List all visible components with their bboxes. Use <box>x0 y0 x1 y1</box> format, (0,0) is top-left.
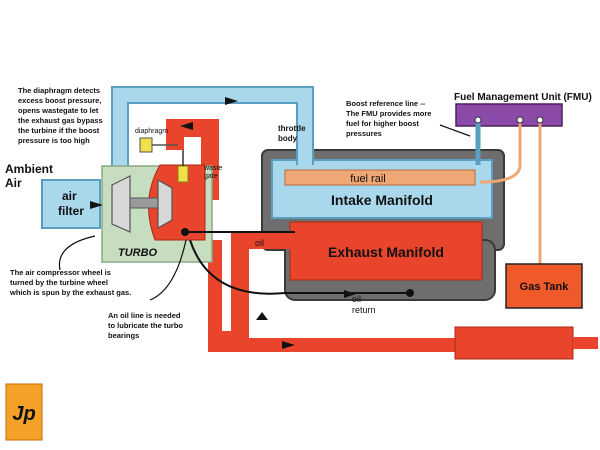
compressor-wheel <box>111 175 131 233</box>
wastegate: waste gate <box>177 150 224 183</box>
gas-tank-label: Gas Tank <box>520 281 570 293</box>
turbo-label: TURBO <box>118 247 158 259</box>
air-filter-label: air filter <box>58 189 84 218</box>
oil-return-label: oil return <box>352 294 376 315</box>
svg-text:An oil line is needed to: An oil line is needed to lubricate the t… <box>108 311 185 340</box>
arrow-exhaust-loop <box>180 122 193 130</box>
fuel-rail: fuel rail <box>284 169 476 186</box>
jp-logo: Jp <box>5 383 43 441</box>
oil-callout-line <box>149 239 187 301</box>
svg-text:throttle body: throttle body <box>278 124 308 143</box>
fmu: Fuel Management Unit (FMU) <box>454 92 592 265</box>
throttle-body-label: throttle body <box>278 124 308 143</box>
svg-text:Boost reference line --: Boost reference line -- The FMU provides… <box>346 99 434 138</box>
intake-pipe <box>111 86 314 190</box>
exhaust-pipe <box>166 119 598 360</box>
intake-manifold: Intake Manifold <box>271 159 493 219</box>
diaphragm-label: diaphragm <box>135 128 168 135</box>
arrow-downpipe <box>282 341 295 349</box>
diaphragm-note: The diaphragm detects excess boost press… <box>18 86 105 145</box>
wastegate-label: waste gate <box>203 165 224 180</box>
ambient-air-label: Ambient Air <box>5 162 56 190</box>
turbo-shaft <box>129 197 159 209</box>
turbo-core <box>111 164 206 241</box>
diaphragm: diaphragm <box>135 128 178 153</box>
oil-lines: oil oil return <box>181 228 414 315</box>
turbine-wheel <box>157 178 173 230</box>
fmu-label: Fuel Management Unit (FMU) <box>454 92 592 103</box>
exhaust-manifold-label: Exhaust Manifold <box>328 244 444 260</box>
svg-text:The diaphragm detects ex: The diaphragm detects excess boost press… <box>18 86 105 145</box>
flow-arrows <box>90 97 356 349</box>
wheel-note: The air compressor wheel is turned by th… <box>9 268 131 297</box>
logo-text: Jp <box>12 403 35 425</box>
gas-tank: Gas Tank <box>505 263 583 309</box>
boost-callout-line <box>439 124 471 137</box>
exhaust-manifold: Exhaust Manifold <box>289 221 483 281</box>
oil-label: oil <box>255 238 264 248</box>
fuel-rail-label: fuel rail <box>350 173 385 185</box>
arrow-air-filter <box>90 201 103 209</box>
boost-note: Boost reference line -- The FMU provides… <box>346 99 434 138</box>
arrow-oil-return <box>344 290 356 298</box>
arrow-intake-top <box>225 97 238 105</box>
arrow-exhaust-down <box>256 312 268 320</box>
svg-text:The air compressor wheel is: The air compressor wheel is turned by th… <box>9 268 131 297</box>
wheel-callout-line <box>58 235 96 271</box>
callout-lines <box>58 124 471 301</box>
intake-manifold-label: Intake Manifold <box>331 192 433 208</box>
oil-note: An oil line is needed to lubricate the t… <box>108 311 185 340</box>
